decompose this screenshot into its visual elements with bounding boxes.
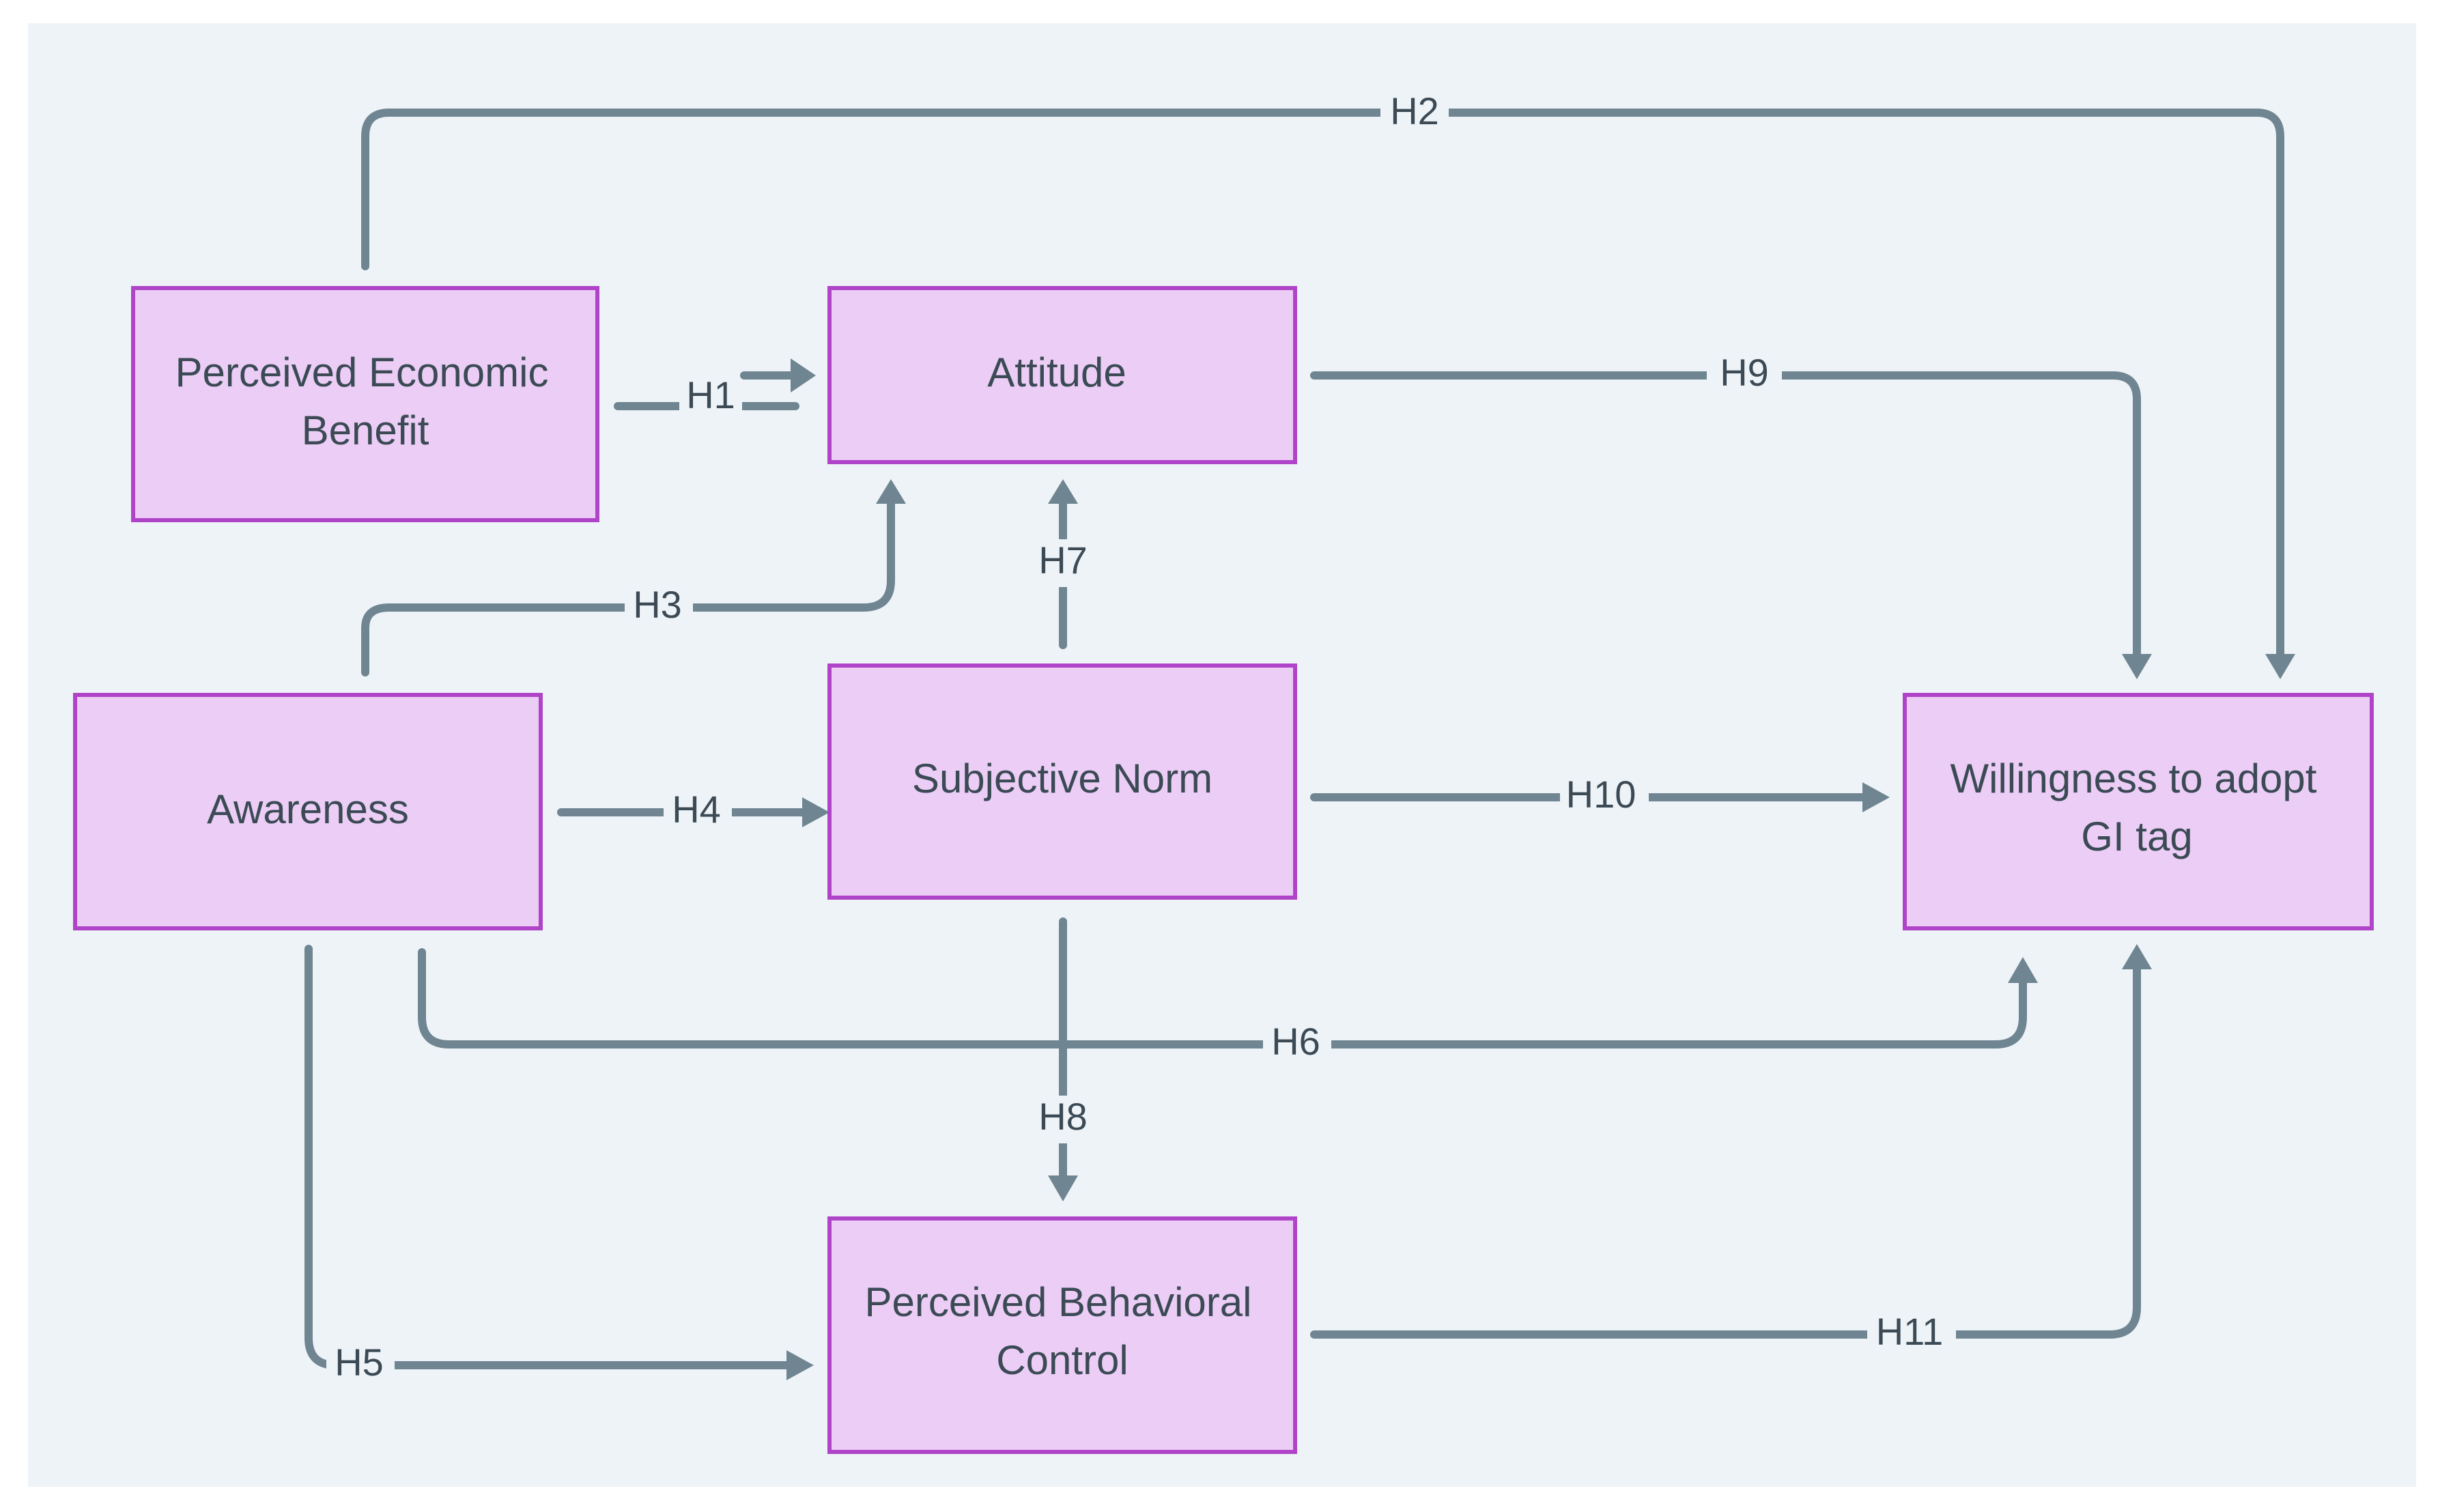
- arrowhead-h8: [1048, 1175, 1078, 1201]
- node-label: Attitude: [987, 350, 1126, 395]
- arrowhead-h3: [876, 479, 906, 504]
- node-label: Benefit: [302, 408, 429, 453]
- arrowhead-h11: [2122, 944, 2152, 969]
- node-subjective-norm: Subjective Norm: [827, 664, 1297, 900]
- node-label: GI tag: [2081, 814, 2192, 859]
- node-perceived-behavioral-control: Perceived Behavioral Control: [827, 1216, 1297, 1454]
- edge-label-h10: H10: [1566, 773, 1636, 816]
- node-awareness: Awareness: [73, 693, 543, 930]
- arrowhead-h2: [2265, 654, 2295, 679]
- edge-h5: [304, 945, 793, 1369]
- edge-label-h3: H3: [633, 583, 682, 626]
- edge-label-h2: H2: [1390, 89, 1439, 132]
- arrowhead-h1: [791, 358, 816, 393]
- node-label: Control: [996, 1337, 1128, 1383]
- arrowhead-h10: [1862, 782, 1890, 812]
- edge-h2: [361, 109, 2284, 659]
- arrowhead-h5: [786, 1350, 814, 1380]
- edge-label-h7: H7: [1038, 539, 1088, 582]
- edge-h11: [1310, 965, 2141, 1339]
- edge-h9: [1310, 371, 2141, 659]
- node-perceived-economic-benefit: Perceived Economic Benefit: [131, 286, 599, 522]
- node-willingness-to-adopt-gi-tag: Willingness to adopt GI tag: [1903, 693, 2374, 930]
- edge-h3: [361, 498, 895, 676]
- node-label: Awareness: [207, 786, 409, 832]
- node-label: Subjective Norm: [912, 756, 1212, 801]
- edge-label-h6: H6: [1271, 1020, 1320, 1063]
- edge-label-h9: H9: [1720, 351, 1769, 394]
- arrowhead-h7: [1048, 479, 1078, 504]
- edge-label-h5: H5: [335, 1341, 384, 1384]
- edge-label-h4: H4: [672, 788, 721, 831]
- arrowhead-h4: [802, 797, 829, 827]
- edge-label-h11: H11: [1876, 1310, 1944, 1353]
- arrowhead-h6: [2008, 957, 2038, 983]
- node-label: Willingness to adopt: [1950, 756, 2317, 801]
- edge-h6: [418, 948, 2027, 1049]
- edge-label-h8: H8: [1038, 1095, 1088, 1138]
- node-label: Perceived Behavioral: [865, 1279, 1252, 1325]
- node-label: Perceived Economic: [175, 350, 549, 395]
- node-attitude: Attitude: [827, 286, 1297, 464]
- edge-label-h1: H1: [686, 373, 735, 416]
- arrowhead-h9: [2122, 654, 2152, 679]
